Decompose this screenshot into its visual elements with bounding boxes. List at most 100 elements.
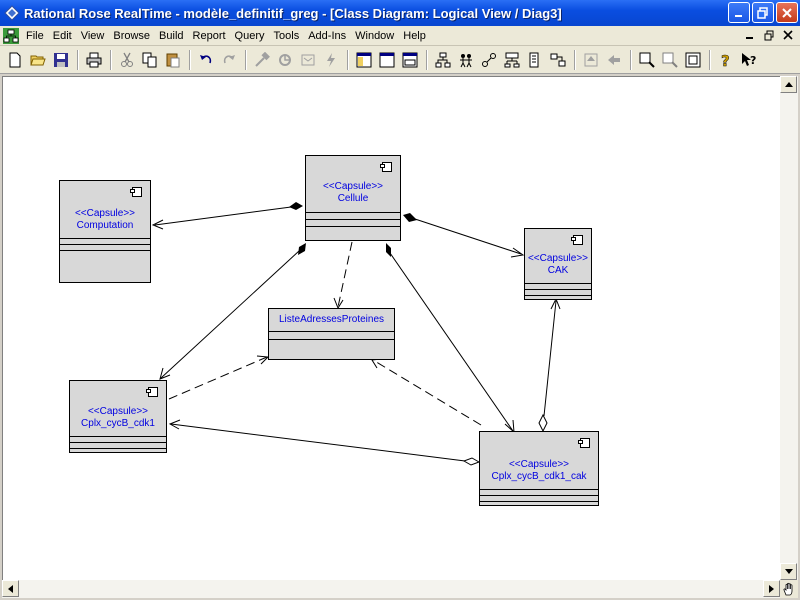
dep-cellule-liste[interactable] [337, 241, 353, 308]
minimize-icon [735, 14, 742, 17]
menu-report[interactable]: Report [192, 29, 226, 42]
horizontal-scrollbar[interactable] [2, 580, 780, 598]
diagram-canvas[interactable]: <<Capsule>> Computation <<Capsule>> Cell… [2, 76, 780, 580]
menu-view[interactable]: View [80, 29, 105, 42]
assoc-cdk1cak-cdk1[interactable] [170, 423, 466, 462]
mdi-close-button[interactable] [780, 28, 796, 42]
toolbar: ? ? [0, 46, 800, 74]
component-button[interactable] [297, 49, 319, 71]
open-button[interactable] [27, 49, 49, 71]
dep-cdk1cak-liste[interactable] [372, 359, 482, 426]
menu-help[interactable]: Help [403, 29, 426, 42]
mdi-restore-button[interactable] [761, 28, 777, 42]
menu-file[interactable]: File [26, 29, 44, 42]
class-stereotype: <<Capsule>> [322, 181, 384, 192]
help-button[interactable]: ? [715, 49, 737, 71]
assoc-cellule-cdk1cak[interactable] [389, 252, 514, 432]
class-cellule[interactable]: <<Capsule>> Cellule [305, 155, 401, 241]
print-icon [86, 52, 102, 67]
class-cak[interactable]: <<Capsule>> CAK [524, 228, 592, 300]
arrowhead [510, 247, 525, 258]
doc-window-button[interactable] [376, 49, 398, 71]
assoc-cdk1cak-cak[interactable] [543, 300, 557, 417]
menu-build[interactable]: Build [159, 29, 184, 42]
zoom-out-icon [662, 52, 678, 68]
compartment-divider [70, 448, 166, 449]
menu-add-ins[interactable]: Add-Ins [308, 29, 347, 42]
menu-browse[interactable]: Browse [113, 29, 151, 42]
assoc-cellule-cak[interactable] [414, 218, 522, 255]
people-button[interactable] [455, 49, 477, 71]
help-icon: ? [721, 52, 730, 68]
menu-query[interactable]: Query [234, 29, 265, 42]
zoom-out-button[interactable] [659, 49, 681, 71]
paste-button[interactable] [162, 49, 184, 71]
diagram-window-icon[interactable] [3, 27, 19, 44]
class-computation[interactable]: <<Capsule>> Computation [59, 180, 151, 283]
browser-button[interactable] [353, 49, 375, 71]
class-name: Computation [76, 220, 134, 231]
toolbar-separator [574, 49, 576, 70]
scroll-down-button[interactable] [780, 563, 797, 580]
capsule-icon [571, 235, 583, 245]
hierarchy-button[interactable] [432, 49, 454, 71]
compartment-divider [480, 495, 598, 496]
rose-app-icon[interactable] [4, 5, 20, 21]
assoc-cellule-computation[interactable] [154, 206, 292, 226]
lightning-button[interactable] [320, 49, 342, 71]
print-button[interactable] [83, 49, 105, 71]
class-cplx-cycb-cdk1-cak[interactable]: <<Capsule>> Cplx_cycB_cdk1_cak [479, 431, 599, 506]
mdi-minimize-button[interactable] [742, 28, 758, 42]
class-name: ListeAdressesProteines [278, 314, 385, 325]
undo-icon [200, 54, 212, 63]
redo-button[interactable] [218, 49, 240, 71]
scroll-left-button[interactable] [2, 580, 19, 597]
scroll-right-button[interactable] [763, 580, 780, 597]
dependency-button[interactable] [547, 49, 569, 71]
capsule-icon [130, 187, 142, 197]
log-window-button[interactable] [399, 49, 421, 71]
copy-button[interactable] [139, 49, 161, 71]
cut-button[interactable] [116, 49, 138, 71]
undo-button[interactable] [195, 49, 217, 71]
arrowhead [256, 355, 270, 365]
compartment-divider [306, 226, 400, 227]
scroll-corner[interactable] [780, 580, 798, 598]
class-name: Cellule [337, 193, 369, 204]
up-button[interactable] [580, 49, 602, 71]
run-button[interactable] [274, 49, 296, 71]
minimize-button[interactable] [728, 2, 750, 23]
assoc-cellule-cdk1[interactable] [160, 250, 300, 379]
new-icon [9, 52, 21, 67]
save-button[interactable] [50, 49, 72, 71]
back-icon [608, 54, 620, 65]
link-button[interactable] [478, 49, 500, 71]
menu-tools[interactable]: Tools [273, 29, 300, 42]
aggregation-diamond [462, 457, 481, 466]
title-bar[interactable]: Rational Rose RealTime - modèle_definiti… [0, 0, 800, 26]
toolbar-separator [347, 49, 349, 70]
back-button[interactable] [603, 49, 625, 71]
menu-window[interactable]: Window [355, 29, 395, 42]
scroll-up-button[interactable] [780, 76, 797, 93]
restore-button[interactable] [752, 2, 774, 23]
class-cplx-cycb-cdk1[interactable]: <<Capsule>> Cplx_cycB_cdk1 [69, 380, 167, 453]
dep-cdk1-liste[interactable] [168, 356, 268, 400]
new-button[interactable] [4, 49, 26, 71]
build-icon [255, 51, 270, 67]
zoom-in-button[interactable] [636, 49, 658, 71]
class-liste-adresses-proteines[interactable]: ListeAdressesProteines [268, 308, 395, 360]
close-button[interactable] [776, 2, 798, 23]
svg-text:?: ? [750, 54, 756, 67]
doc-window-icon [379, 52, 395, 67]
build-button[interactable] [251, 49, 273, 71]
vertical-scrollbar[interactable] [780, 76, 798, 580]
context-help-button[interactable]: ? [738, 49, 760, 71]
arrowhead [159, 367, 171, 380]
fit-button[interactable] [682, 49, 704, 71]
menu-edit[interactable]: Edit [52, 29, 72, 42]
package-button[interactable] [524, 49, 546, 71]
capsule-icon [380, 162, 392, 172]
class-button[interactable] [501, 49, 523, 71]
class-name: Cplx_cycB_cdk1 [81, 418, 155, 429]
